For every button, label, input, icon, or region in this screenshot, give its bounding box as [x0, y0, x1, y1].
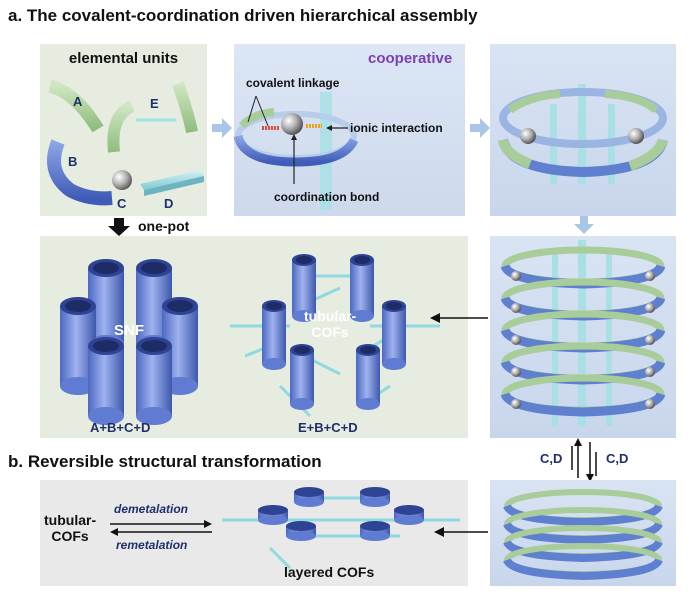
metal-ball [281, 113, 303, 135]
ring-green-segment [238, 108, 275, 129]
ring-panel [490, 44, 676, 216]
section-a-title: a. The covalent-coordination driven hier… [8, 6, 478, 25]
cooperative-graphic [233, 92, 359, 210]
layered-cofs-label: layered COFs [284, 564, 375, 580]
cooperative-panel: cooperative covalent linkage ionic inte [233, 44, 465, 216]
coordination-bond-label: coordination bond [274, 190, 380, 204]
cooperative-title: cooperative [368, 50, 453, 67]
pillar [320, 92, 332, 210]
tubular-formula: E+B+C+D [298, 420, 358, 435]
demetalation-label: demetalation [114, 502, 189, 516]
unit-c-label: C [117, 196, 127, 211]
covalent-linkage-label: covalent linkage [246, 76, 340, 90]
one-pot-label: one-pot [138, 218, 190, 234]
remetalation-label: remetalation [116, 538, 188, 552]
unit-b-label: B [68, 154, 78, 169]
unit-a-label: A [73, 94, 83, 109]
unit-d-label: D [164, 196, 174, 211]
ionic-interaction-label: ionic interaction [350, 121, 443, 135]
unit-e-arc-left [107, 100, 135, 153]
unit-e-label: E [150, 96, 159, 111]
transformation-graphic [110, 487, 460, 570]
stacked-ring-layers [500, 246, 666, 417]
layered-cof-discs [258, 487, 424, 541]
products-graphic [60, 254, 440, 425]
section-b-title: b. Reversible structural transformation [8, 452, 322, 471]
stacked-rings-graphic [500, 240, 666, 426]
tubular-cofs-label-b: tubular- COFs [44, 512, 97, 544]
arrow-cooperative-to-ring [470, 118, 490, 138]
unit-a-arc [48, 79, 104, 133]
products-panel: SNF tubular- COFs A+B+C+D E+B+C+D [40, 236, 468, 438]
unit-e-arc-right [172, 81, 198, 134]
stacked-rings-panel [490, 236, 676, 438]
layered-rings-panel [490, 480, 676, 586]
unit-c-ball [112, 170, 132, 190]
unit-d-bar [140, 170, 204, 196]
cd-left-label: C,D [540, 451, 563, 466]
ring-ball-right [628, 128, 644, 144]
arrow-ring-to-stack [574, 216, 594, 234]
elemental-units-graphic [47, 79, 204, 206]
ring-front-blue [233, 134, 359, 167]
layered-rings-graphic [503, 489, 663, 581]
tubular-cof-tubes [262, 254, 406, 410]
transformation-panel: tubular- COFs demetalation remetalation [40, 480, 468, 586]
cd-right-label: C,D [606, 451, 629, 466]
unit-b-arc [47, 139, 113, 206]
snf-formula: A+B+C+D [90, 420, 151, 435]
arrow-units-to-cooperative [212, 118, 232, 138]
tubular-cofs-label: tubular- COFs [304, 308, 357, 340]
snf-tubes [60, 259, 198, 425]
elemental-units-title: elemental units [68, 50, 179, 67]
ring-ball-left [520, 128, 536, 144]
elemental-units-panel: elemental units [40, 44, 207, 216]
ring-graphic [498, 84, 668, 184]
snf-label: SNF [114, 322, 144, 339]
